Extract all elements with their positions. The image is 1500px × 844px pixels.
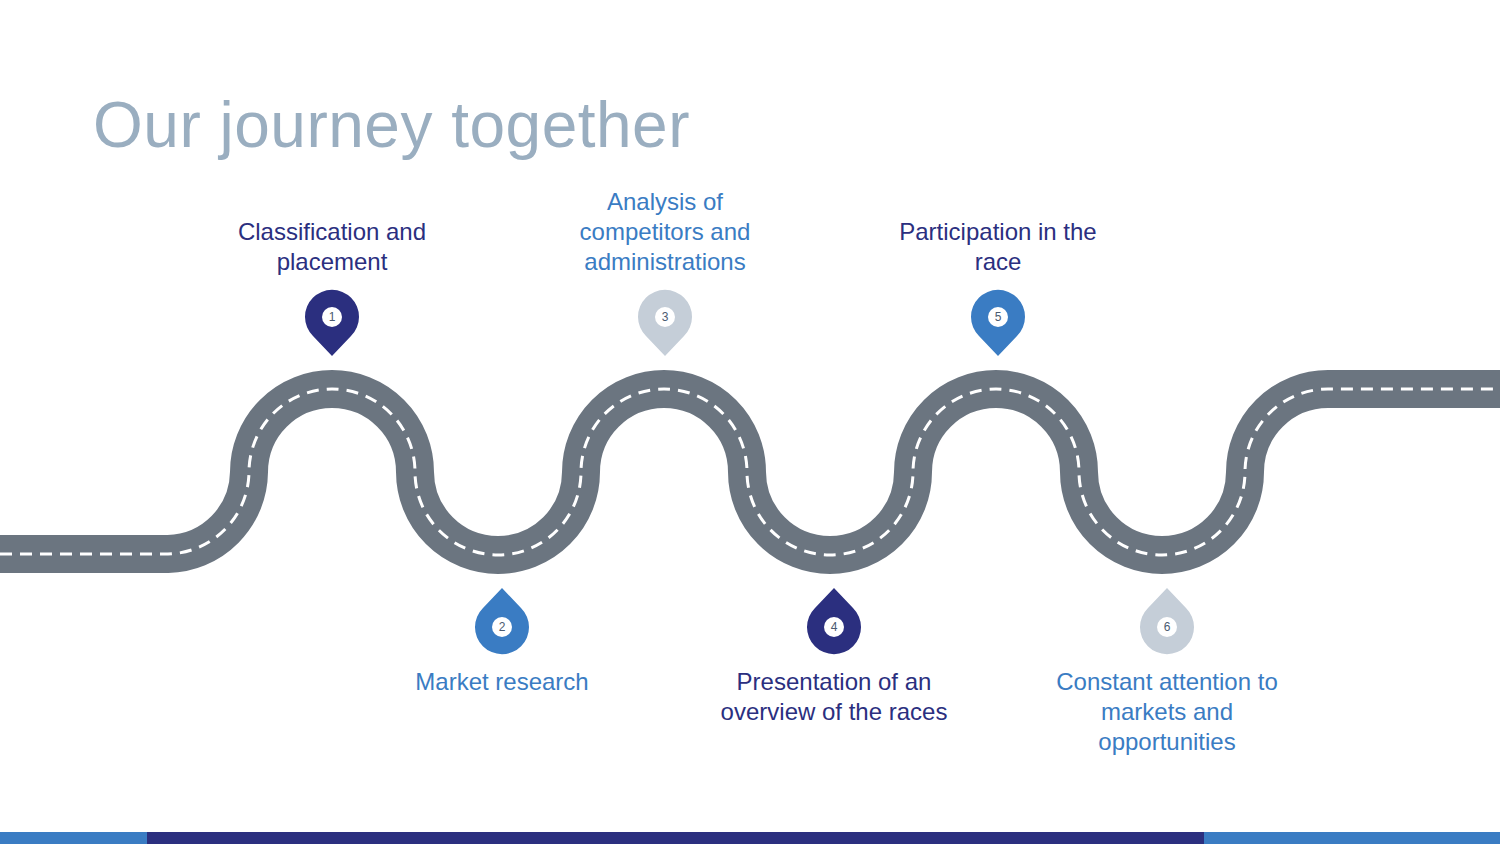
milestone: 4Presentation of an overview of the race… bbox=[694, 587, 974, 727]
footer-bar bbox=[0, 832, 147, 844]
road bbox=[0, 389, 1500, 555]
location-pin: 5 bbox=[970, 289, 1026, 357]
step-number: 3 bbox=[637, 310, 693, 324]
location-pin: 6 bbox=[1139, 587, 1195, 655]
pin-body bbox=[475, 588, 529, 654]
step-label: Classification and placement bbox=[225, 217, 440, 277]
milestone: Classification and placement 1 bbox=[192, 217, 472, 357]
step-number: 4 bbox=[806, 620, 862, 634]
footer-bar bbox=[147, 832, 1204, 844]
step-number: 1 bbox=[304, 310, 360, 324]
pin-body bbox=[971, 290, 1025, 356]
step-label: Participation in the race bbox=[882, 217, 1114, 277]
pin-body bbox=[638, 290, 692, 356]
milestone: 6Constant attention to markets and oppor… bbox=[1027, 587, 1307, 757]
location-pin: 2 bbox=[474, 587, 530, 655]
location-pin: 4 bbox=[806, 587, 862, 655]
location-pin: 1 bbox=[304, 289, 360, 357]
step-label: Presentation of an overview of the races bbox=[707, 667, 962, 727]
location-pin: 3 bbox=[637, 289, 693, 357]
footer-bar bbox=[1204, 832, 1500, 844]
step-label: Analysis of competitors and administrati… bbox=[563, 187, 768, 277]
step-number: 5 bbox=[970, 310, 1026, 324]
slide-title: Our journey together bbox=[93, 88, 690, 162]
milestone: Analysis of competitors and administrati… bbox=[525, 187, 805, 357]
step-label: Market research bbox=[415, 667, 588, 697]
step-label: Constant attention to markets and opport… bbox=[1040, 667, 1295, 757]
pin-body bbox=[807, 588, 861, 654]
step-number: 6 bbox=[1139, 620, 1195, 634]
pin-body bbox=[305, 290, 359, 356]
step-number: 2 bbox=[474, 620, 530, 634]
pin-body bbox=[1140, 588, 1194, 654]
milestone: Participation in the race 5 bbox=[858, 217, 1138, 357]
milestone: 2Market research bbox=[362, 587, 642, 697]
road-markings bbox=[0, 389, 1500, 555]
